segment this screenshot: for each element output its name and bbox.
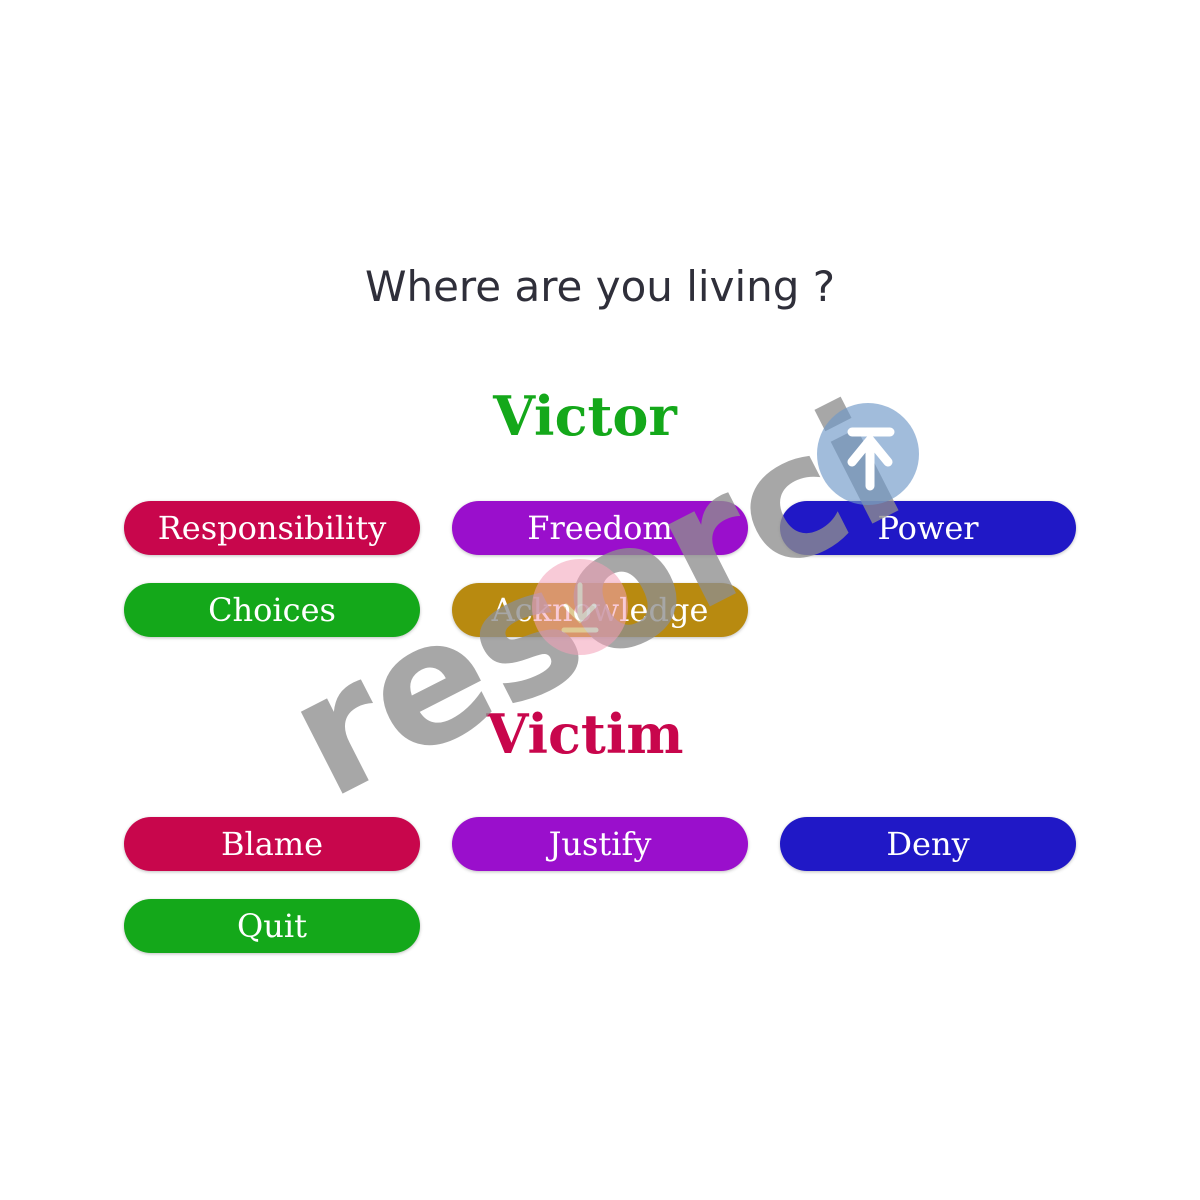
page-question: Where are you living ?: [364, 262, 836, 311]
victor-pill-responsibility[interactable]: Responsibility: [124, 501, 420, 555]
victor-pill-freedom[interactable]: Freedom: [452, 501, 748, 555]
victim-pill-deny[interactable]: Deny: [780, 817, 1076, 871]
victor-heading: Victor: [493, 384, 677, 448]
victim-heading: Victim: [486, 702, 684, 766]
victor-pill-choices[interactable]: Choices: [124, 583, 420, 637]
victim-pill-quit[interactable]: Quit: [124, 899, 420, 953]
victim-pill-justify[interactable]: Justify: [452, 817, 748, 871]
victor-pill-acknowledge[interactable]: Acknowledge: [452, 583, 748, 637]
victor-pill-power[interactable]: Power: [780, 501, 1076, 555]
victim-pill-blame[interactable]: Blame: [124, 817, 420, 871]
